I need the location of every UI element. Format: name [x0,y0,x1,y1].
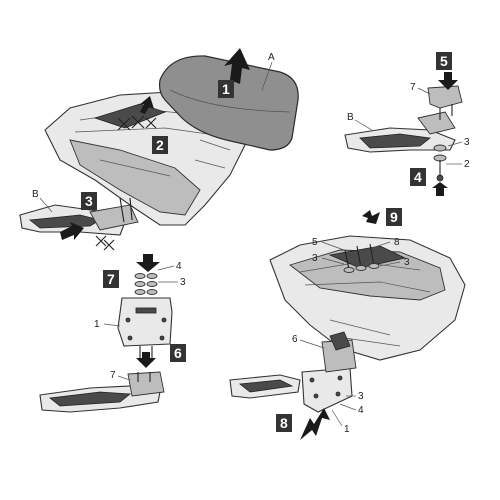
callout-6-bottom: 6 [292,334,298,345]
step-3-label: 3 [85,193,93,209]
step-7-box [103,270,119,288]
callout-b-top: B [347,112,354,123]
seat-a [158,55,299,151]
step-2-label: 2 [156,137,164,153]
lift-arrow [224,48,250,84]
callout-3-bottom: 3 [358,391,364,402]
step-5-box [436,52,452,70]
panel-seat-removal: 1 2 A B 3 [19,48,299,251]
bolt-cross-marks [117,115,157,131]
step-6-box [170,344,186,362]
step-3-box [81,192,97,210]
nut-washer-stack [134,273,158,295]
push-up-arrow [300,408,330,440]
step-7-label: 7 [107,271,115,287]
callout-8-right: 8 [394,237,400,248]
step-8-box [276,414,292,432]
step-1-box [218,80,234,98]
panel-bracket-detail: 5 7 3 2 4 B [344,52,470,196]
step-9-box [386,208,402,226]
callout-7-top: 7 [410,82,416,93]
callout-2-top: 2 [464,159,470,170]
panel-plate-fitting: 7 4 3 1 6 7 [39,254,186,413]
callout-3b-right: 3 [404,257,410,268]
callout-4-mid: 4 [176,261,182,272]
step-6-label: 6 [174,345,182,361]
step-5-label: 5 [440,53,448,69]
callout-3-top: 3 [464,137,470,148]
callout-1-bottom: 1 [344,424,350,435]
step-8-label: 8 [280,415,288,431]
callout-1-mid: 1 [94,319,100,330]
callout-4-bottom: 4 [358,405,364,416]
step-4-label: 4 [414,169,422,185]
callout-3-mid: 3 [180,277,186,288]
callout-7-mid: 7 [110,370,116,381]
step-1-label: 1 [222,81,230,97]
callout-a: A [268,52,275,63]
callout-5-right: 5 [312,237,318,248]
step-4-box [410,168,426,186]
panel-final-assembly: 9 5 8 3 3 6 3 4 1 8 [229,208,466,440]
step-2-box [152,136,168,154]
step-9-label: 9 [390,209,398,225]
callout-b-left: B [32,189,39,200]
slide-arrow [60,222,84,240]
callout-3a-right: 3 [312,253,318,264]
